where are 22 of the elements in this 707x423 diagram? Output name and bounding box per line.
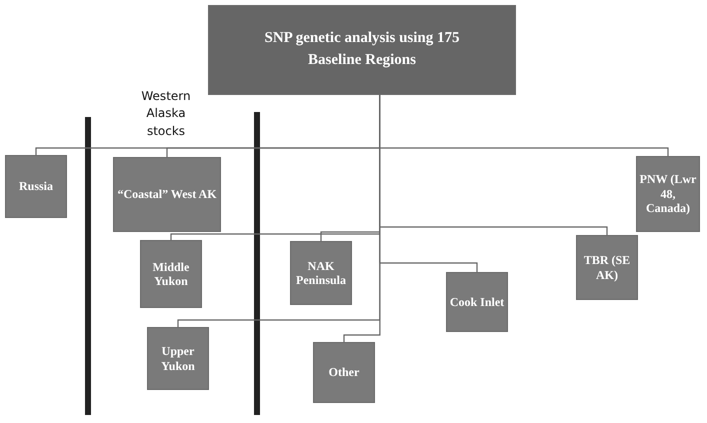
connector-line (343, 95, 380, 342)
region-box (147, 327, 209, 390)
region-box (113, 157, 221, 232)
region-box (140, 240, 202, 308)
region-box (576, 235, 638, 300)
region-box (446, 272, 508, 332)
box-label: Russia (18, 179, 53, 194)
region-box (636, 156, 700, 232)
box-label: “Coastal” West AK (117, 187, 217, 202)
region-box (313, 342, 375, 403)
region-box (290, 241, 352, 305)
box-label: PNW (Lwr 48, Canada) (638, 172, 698, 216)
box-label: Upper Yukon (160, 344, 196, 373)
box-label: Other (328, 365, 360, 380)
box-label: NAK Peninsula (294, 258, 347, 288)
box-label: TBR (SE AK) (582, 253, 632, 282)
box-label: SNP genetic analysis using 175 Baseline Regions (263, 29, 461, 70)
region-box (5, 155, 67, 218)
box-label: Cook Inlet (450, 294, 504, 310)
box-label: Middle Yukon (152, 260, 190, 288)
group-label: Western Alaska stocks (140, 88, 192, 140)
title-box (208, 5, 516, 95)
